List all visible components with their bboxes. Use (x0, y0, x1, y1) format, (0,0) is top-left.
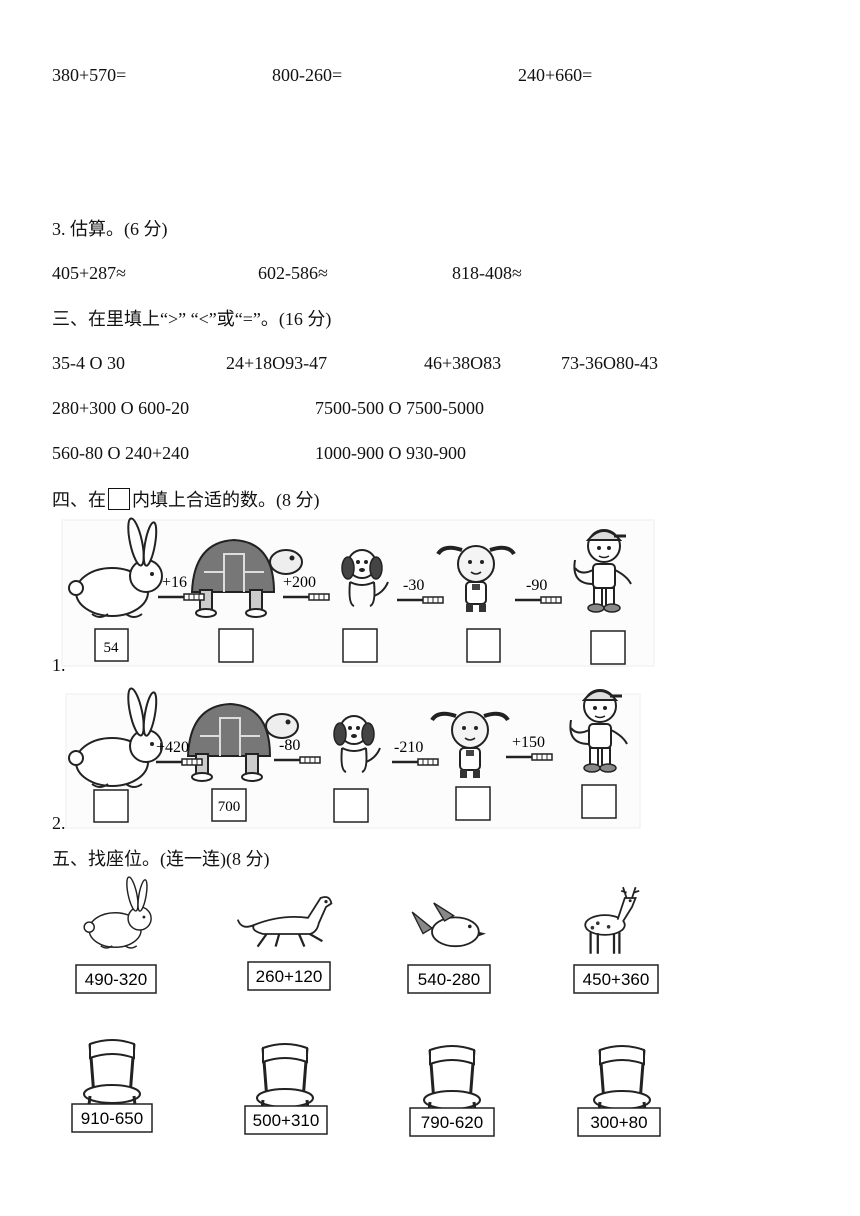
animal-expr: 540-280 (418, 970, 480, 989)
chain2-label: 2. (52, 813, 66, 833)
section4-heading-pre: 四、在 (52, 490, 106, 510)
answer-box[interactable] (466, 628, 501, 663)
compare-item: 7500-500 O 7500-5000 (315, 398, 484, 418)
horse-icon (236, 895, 333, 948)
estimate-item-2: 602-586≈ (258, 263, 328, 283)
answer-box-value: 54 (104, 640, 120, 656)
expr-box[interactable] (573, 964, 659, 994)
section5-heading: 五、找座位。(连一连)(8 分) (52, 849, 270, 869)
chain2-op: -210 (394, 739, 423, 756)
calc-item-3: 240+660= (518, 65, 593, 85)
chain1-op: -30 (403, 577, 424, 594)
expr-box[interactable] (407, 964, 491, 994)
expr-box[interactable] (71, 1103, 153, 1133)
expr-box[interactable] (409, 1107, 495, 1137)
section4-heading-post: 内填上合适的数。(8 分) (132, 490, 320, 510)
empty-box-icon (108, 488, 130, 510)
rabbit-icon (83, 875, 152, 949)
chair-icon (82, 1038, 142, 1116)
bird-icon (411, 902, 487, 948)
chain1-op: +16 (162, 574, 187, 591)
calc-item-2: 800-260= (272, 65, 343, 85)
answer-box[interactable] (333, 788, 369, 823)
compare-item: 35-4 O 30 (52, 353, 125, 373)
calc-item-1: 380+570= (52, 65, 127, 85)
chair-expressions: 910-650 500+310 790-620 300+80 (71, 1103, 661, 1137)
chain2-op: +420 (156, 739, 189, 756)
compare-item: 560-80 O 240+240 (52, 443, 190, 463)
chain2-op: -80 (279, 737, 300, 754)
chain1-op: -90 (526, 577, 547, 594)
answer-box[interactable] (94, 628, 129, 662)
animal-expressions: 490-320 260+120 540-280 450+360 (75, 961, 659, 994)
compare-item: 280+300 O 600-20 (52, 398, 190, 418)
estimate-heading: 3. 估算。(6 分) (52, 219, 168, 239)
chair-expr: 790-620 (421, 1113, 483, 1132)
compare-item: 24+18O93-47 (226, 353, 328, 373)
chair-expr: 300+80 (590, 1113, 647, 1132)
answer-box[interactable] (342, 628, 378, 663)
expr-box[interactable] (244, 1105, 328, 1135)
answer-box[interactable] (455, 786, 491, 821)
compare-item: 46+38O83 (424, 353, 502, 373)
deer-icon (584, 886, 641, 955)
animal-expr: 260+120 (256, 967, 323, 986)
section3-heading: 三、在里填上“>” “<”或“=”。(16 分) (52, 309, 332, 329)
estimate-item-3: 818-408≈ (452, 263, 522, 283)
chain1-op: +200 (283, 574, 316, 591)
animal-expr: 490-320 (85, 970, 147, 989)
estimate-item-1: 405+287≈ (52, 263, 127, 283)
compare-item: 73-36O80-43 (561, 353, 658, 373)
compare-item: 1000-900 O 930-900 (315, 443, 466, 463)
answer-box[interactable] (211, 788, 247, 822)
answer-box[interactable] (581, 784, 617, 819)
animal-expr: 450+360 (583, 970, 650, 989)
section4-heading: 四、在 内填上合适的数。(8 分) (52, 488, 320, 511)
expr-box[interactable] (75, 964, 157, 994)
chain2-op: +150 (512, 734, 545, 751)
chair-expr: 500+310 (253, 1111, 320, 1130)
answer-box[interactable] (93, 789, 129, 823)
expr-box[interactable] (247, 961, 331, 991)
answer-box[interactable] (590, 630, 626, 665)
expr-box[interactable] (577, 1107, 661, 1137)
chair-expr: 910-650 (81, 1109, 143, 1128)
answer-box[interactable] (218, 628, 254, 663)
answer-box-value: 700 (218, 799, 241, 815)
